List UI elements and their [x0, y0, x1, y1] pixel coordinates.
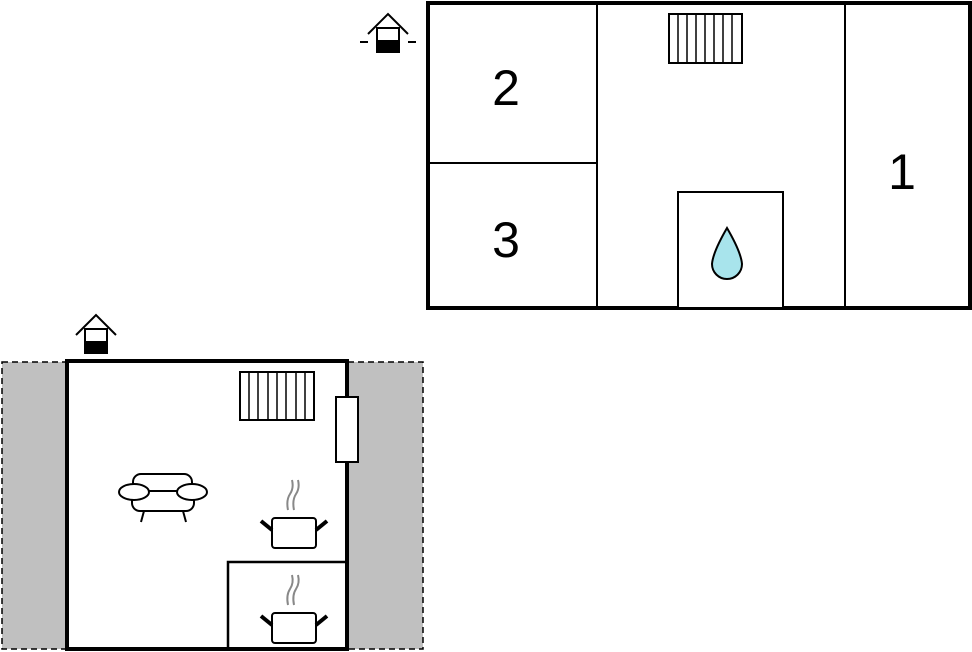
sofa-icon: [118, 473, 208, 523]
room-label-1: 1: [888, 144, 916, 200]
window-icon: [335, 396, 359, 463]
room-label-3: 3: [492, 212, 520, 268]
terrace-left: [1, 361, 67, 650]
radiator-icon: [239, 371, 315, 421]
ground-floor: [1, 314, 424, 651]
radiator-icon: [668, 13, 743, 64]
upper-floor: 2 3 1: [360, 1, 972, 310]
water-drop-icon: [710, 226, 744, 280]
terrace-right: [347, 361, 424, 650]
outer-wall: [65, 359, 349, 651]
entrance-icon: [360, 13, 416, 53]
room-label-2: 2: [492, 60, 520, 116]
entrance-icon: [75, 314, 117, 354]
kitchen-room: [226, 560, 349, 651]
